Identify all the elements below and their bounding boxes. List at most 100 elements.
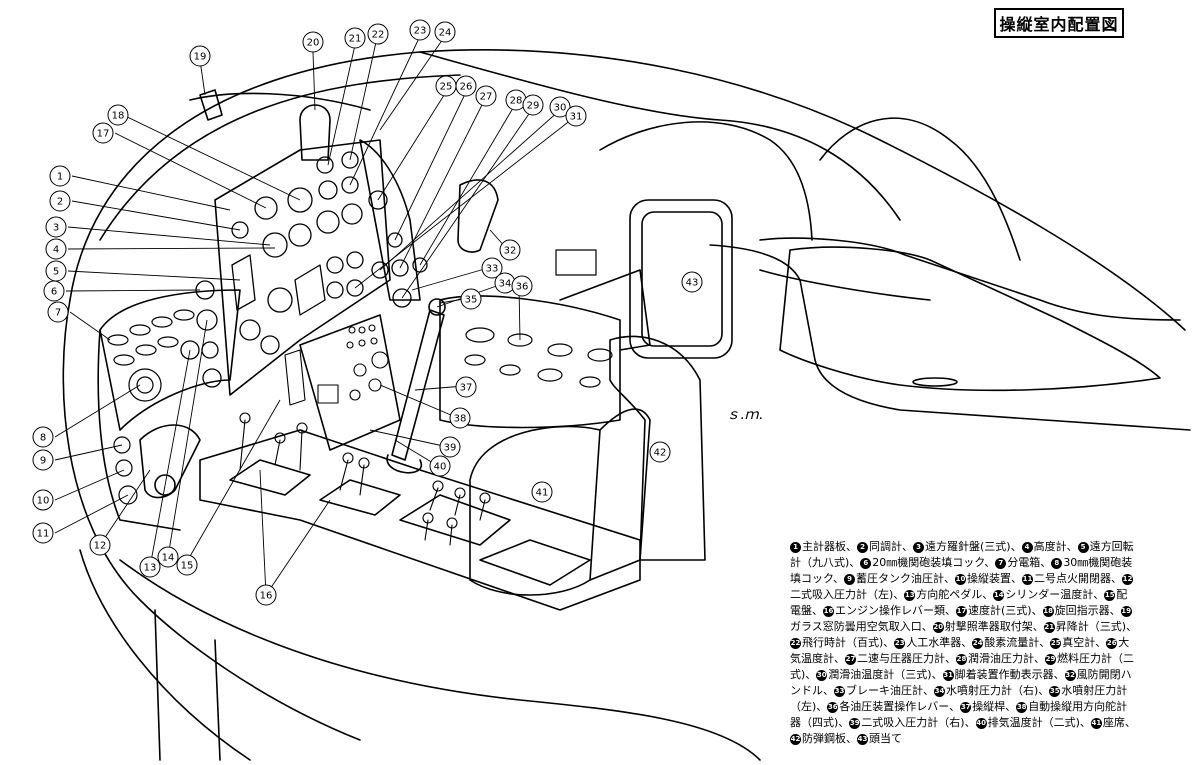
legend-label: 潤滑油温度計（三式)、 [828,668,943,681]
callout-label: 7 [55,308,61,319]
callout-39 [439,436,461,458]
legend-label: 二速与圧器圧力計、 [857,652,956,665]
callout-label: 9 [40,456,46,467]
callout-label: 26 [460,82,473,93]
control-stick [391,309,445,461]
legend-label: 風防開閉ハンドル、 [790,668,1132,697]
callout-label: 14 [162,553,175,564]
legend-label: 真空計、 [1062,636,1107,649]
legend-number: 8 [1051,558,1063,569]
callout-label: 19 [194,52,207,63]
legend-label: 脚着装置作動表示器、 [954,668,1065,681]
callout-label: 43 [686,278,699,289]
seat [469,425,601,596]
callout-label: 35 [465,295,478,306]
legend-label: 昇降計（三式)、 [1055,620,1138,633]
callout-label: 12 [94,541,107,552]
legend-label: 射撃照準器取付架、 [944,620,1044,633]
artist-signature: ｓ.ｍ. [726,407,763,423]
callout-label: 40 [434,462,447,473]
legend-label: 遠方回転計（九八式)、 [790,540,1134,569]
legend-label: 酸素流量計、 [984,636,1051,649]
legend-label: ガラス窓防曇用空気取入口、 [790,620,933,633]
legend-label: 頭当て [869,732,902,745]
callout-label: 31 [570,112,583,123]
callout-22 [367,23,389,45]
callout-1 [49,165,71,187]
legend-number: 19 [1120,606,1132,617]
legend-number: 38 [1016,702,1028,713]
callout-33 [481,257,503,279]
main-instrument-panel [214,139,391,396]
callout-13 [139,556,161,578]
legend-number: 35 [1049,686,1061,697]
left-console [99,289,241,431]
center-pedestal [299,314,401,451]
callout-21 [344,27,366,49]
windscreen-frame [599,121,813,241]
callout-9 [32,449,54,471]
legend-number: 42 [790,734,801,745]
legend-number: 29 [1045,654,1056,665]
legend-label: 遠方羅針盤(三式)、 [925,540,1022,553]
legend-number: 11 [1022,574,1034,585]
callout-35 [460,288,482,310]
legend-label: 二式吸入圧力計（右)、 [861,716,976,729]
legend-label: 分電箱、 [1007,556,1052,569]
callout-15 [176,554,198,576]
legend-number: 18 [1042,606,1054,617]
callout-30 [549,96,571,118]
legend-label: 防弾鋼板、 [802,732,857,745]
callout-27 [475,85,497,107]
legend-label: 排気温度計（二式)、 [987,716,1091,729]
headrest [629,199,733,359]
legend-number: 3 [913,542,924,553]
callout-label: 8 [40,433,46,444]
legend-label: 同調計、 [869,540,913,553]
callout-label: 29 [527,101,540,112]
callout-18 [107,104,129,126]
legend-number: 4 [1021,542,1033,553]
legend-label: ブレーキ油圧計、 [846,684,934,697]
callout-label: 41 [536,488,549,499]
callout-label: 27 [480,92,493,103]
legend-number: 26 [1106,638,1118,649]
callout-label: 15 [181,561,194,572]
canopy-outline [69,49,1186,331]
rear-canopy-window [779,246,1161,392]
legend-number: 43 [857,734,868,745]
callout-label: 20 [307,38,320,49]
callout-label: 5 [53,267,59,278]
callout-label: 10 [37,496,50,507]
legend-label: 主計器板、 [802,540,857,553]
legend-number: 33 [834,686,845,697]
legend-label: 方向舵ペダル、 [916,588,994,601]
callout-label: 1 [57,172,63,183]
callout-label: 25 [440,82,453,93]
callout-12 [89,534,111,556]
legend-label: 30㎜機関砲装填コック、 [790,556,1133,585]
legend-label: 水噴射圧力計（右)、 [946,684,1050,697]
callout-label: 17 [97,129,110,140]
callout-19 [189,45,211,67]
callout-24 [434,21,456,43]
